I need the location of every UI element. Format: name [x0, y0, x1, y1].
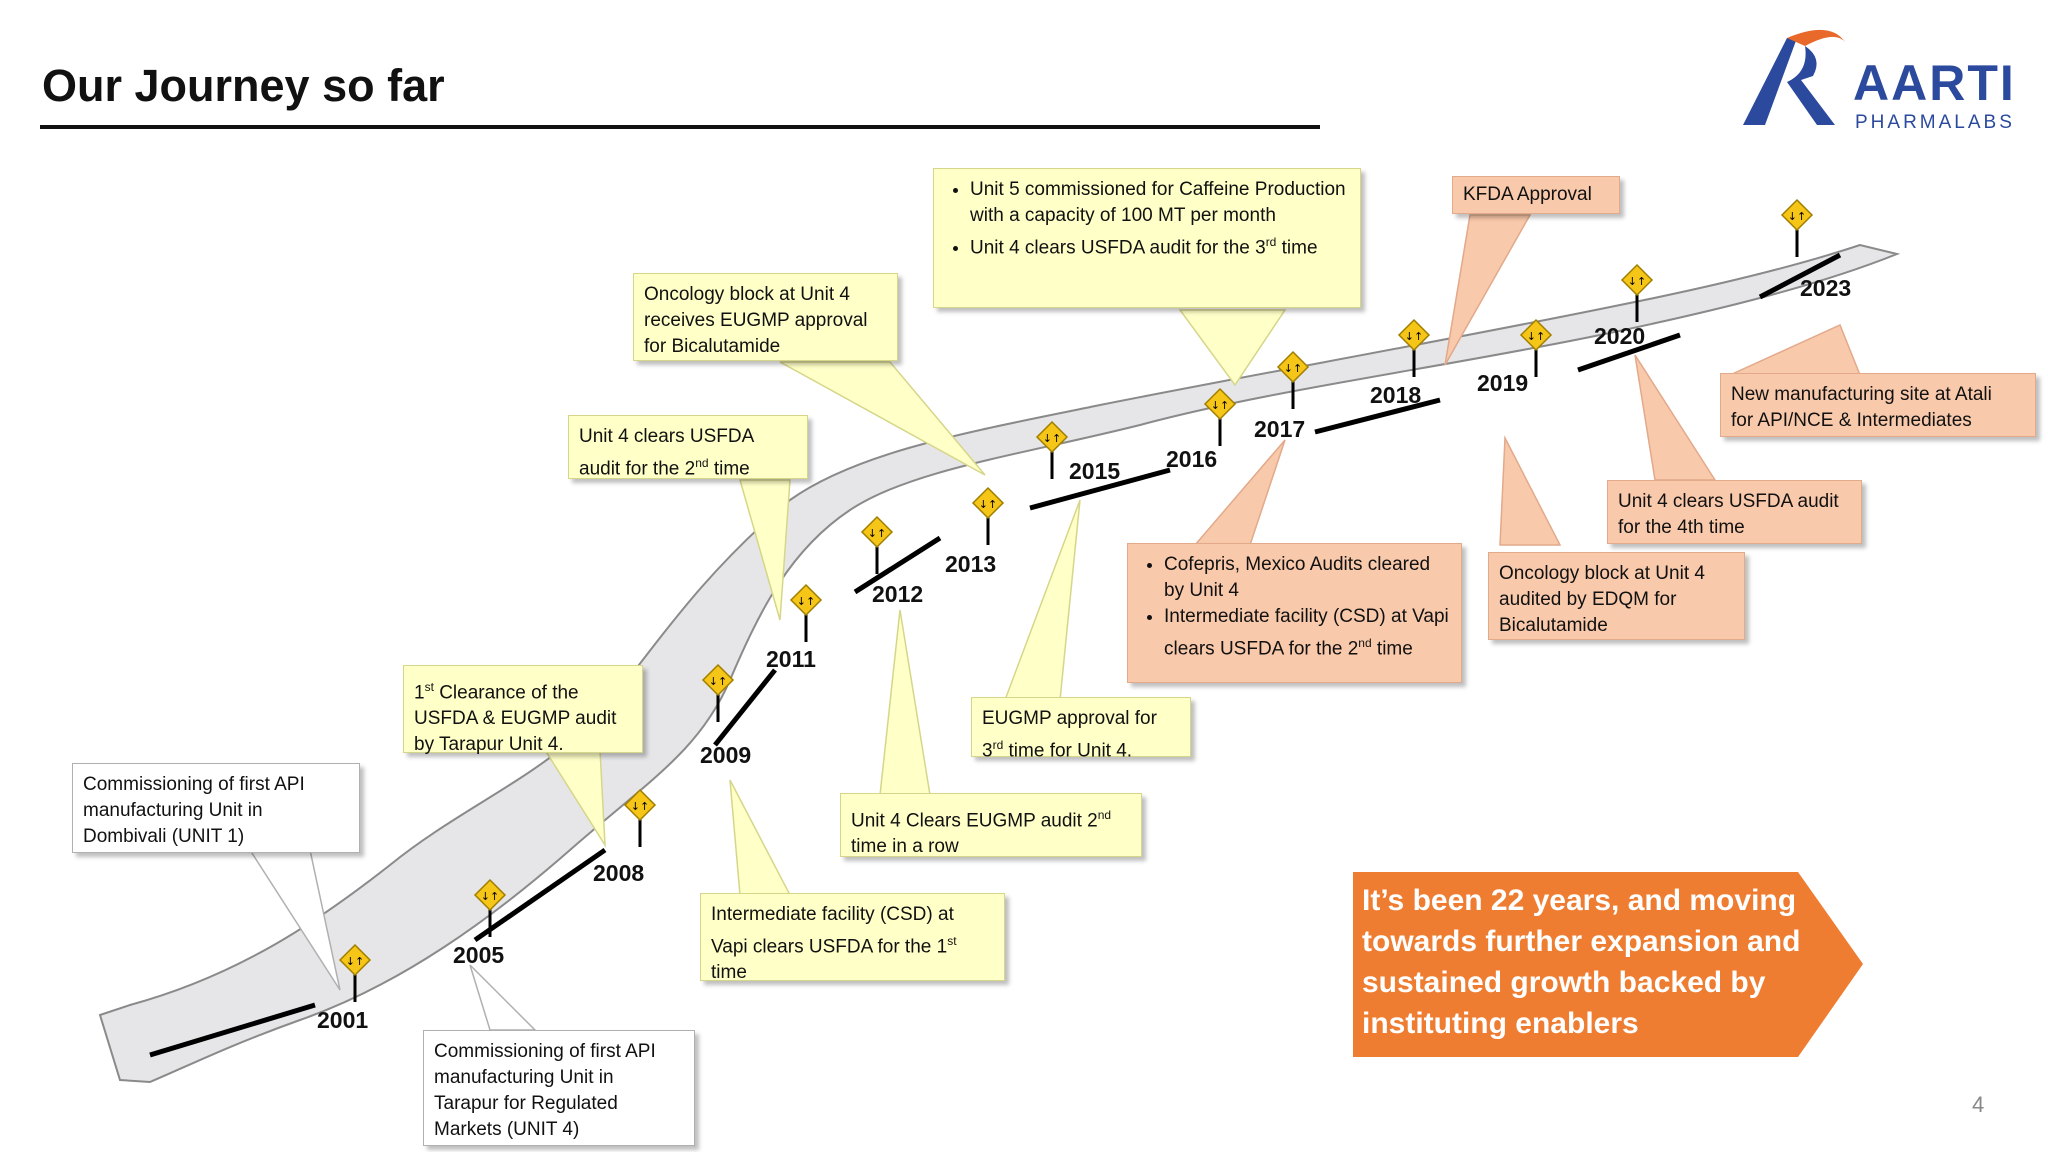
year-label: 2017 [1254, 416, 1306, 442]
dash-2018 [1314, 397, 1441, 435]
callout-2019: Oncology block at Unit 4 audited by EDQM… [1488, 552, 1745, 640]
callout-2011: Unit 4 clears USFDA audit for the 2nd ti… [568, 415, 808, 479]
callout-2013: Oncology block at Unit 4 receives EUGMP … [633, 273, 898, 361]
logo-name: AARTI [1853, 55, 2016, 111]
dash-2005 [473, 847, 607, 943]
summary-banner [1353, 872, 1863, 1057]
svg-text:↓↑: ↓↑ [797, 595, 815, 608]
dash-2012 [853, 535, 942, 595]
sign-icon: ↓↑ [473, 878, 507, 937]
dash-2009 [713, 668, 777, 747]
year-label: 2023 [1800, 275, 1852, 301]
page-number: 4 [1972, 1092, 1985, 1117]
dash-2020 [1577, 332, 1681, 373]
title-underline [40, 125, 1320, 129]
milestone-signs: ↓↑ ↓↑ ↓↑ ↓↑ ↓↑ ↓↑ ↓↑ ↓↑ ↓↑ ↓↑ ↓↑ ↓↑ ↓↑ ↓… [338, 198, 1814, 1002]
year-label: 2018 [1370, 382, 1422, 408]
callout-2009: Intermediate facility (CSD) at Vapi clea… [700, 893, 1005, 983]
year-label: 2011 [766, 646, 816, 672]
year-label: 2008 [593, 860, 645, 886]
callout-2016: Unit 5 commissioned for Caffeine Product… [933, 168, 1361, 308]
callout-2005: Commissioning of first API manufacturing… [423, 1030, 695, 1146]
callout-pointers [248, 214, 1862, 1031]
svg-text:↓↑: ↓↑ [1527, 330, 1545, 343]
svg-text:↓↑: ↓↑ [1284, 362, 1302, 375]
year-label: 2001 [317, 1007, 369, 1033]
callout-2012: Unit 4 Clears EUGMP audit 2nd time in a … [840, 793, 1142, 857]
callout-2017: Cofepris, Mexico Audits cleared by Unit … [1127, 543, 1462, 683]
sign-icon: ↓↑ [789, 583, 823, 642]
summary-banner-text: It’s been 22 years, and moving towards f… [1362, 884, 1801, 1040]
logo-subtitle: PHARMALABS [1855, 112, 2015, 133]
dash-2015 [1029, 467, 1171, 511]
svg-text:↓↑: ↓↑ [346, 955, 364, 968]
svg-text:↓↑: ↓↑ [709, 675, 727, 688]
sign-icon: ↓↑ [623, 788, 657, 847]
company-logo: AARTI PHARMALABS [1735, 20, 2035, 140]
sign-icon: ↓↑ [860, 515, 894, 574]
svg-text:↓↑: ↓↑ [1043, 432, 1061, 445]
year-label: 2012 [872, 581, 924, 607]
svg-text:↓↑: ↓↑ [1628, 275, 1646, 288]
year-label: 2013 [945, 551, 997, 577]
sign-icon: ↓↑ [701, 663, 735, 722]
callout-2023: New manufacturing site at Atali for API/… [1720, 373, 2036, 437]
slide-title: Our Journey so far [42, 60, 445, 111]
sign-icon: ↓↑ [1203, 387, 1237, 446]
svg-text:↓↑: ↓↑ [868, 527, 886, 540]
callout-2018: KFDA Approval [1452, 176, 1620, 214]
sign-icon: ↓↑ [1035, 420, 1069, 479]
sign-icon: ↓↑ [971, 486, 1005, 545]
svg-text:↓↑: ↓↑ [979, 498, 997, 511]
callout-2015: EUGMP approval for 3rd time for Unit 4. [971, 697, 1191, 761]
year-label: 2016 [1166, 446, 1218, 472]
svg-text:↓↑: ↓↑ [481, 890, 499, 903]
year-label: 2019 [1477, 370, 1529, 396]
callout-2001: Commissioning of first API manufacturing… [72, 763, 360, 853]
year-label: 2015 [1069, 458, 1121, 484]
sign-icon: ↓↑ [1780, 198, 1814, 257]
sign-icon: ↓↑ [1519, 318, 1553, 377]
logo-mark-icon [1743, 29, 1845, 125]
svg-text:↓↑: ↓↑ [631, 800, 649, 813]
svg-text:↓↑: ↓↑ [1405, 330, 1423, 343]
sign-icon: ↓↑ [1276, 350, 1310, 409]
dash-2001 [149, 1002, 316, 1058]
svg-text:↓↑: ↓↑ [1211, 399, 1229, 412]
year-label: 2005 [453, 942, 505, 968]
sign-icon: ↓↑ [1397, 318, 1431, 377]
callout-2008: 1st Clearance of the USFDA & EUGMP audit… [403, 665, 643, 755]
year-label: 2009 [700, 742, 752, 768]
callout-2020: Unit 4 clears USFDA audit for the 4th ti… [1607, 480, 1862, 544]
sign-icon: ↓↑ [1620, 263, 1654, 322]
sign-icon: ↓↑ [338, 943, 372, 1002]
dash-2023 [1758, 252, 1842, 300]
svg-text:↓↑: ↓↑ [1788, 210, 1806, 223]
year-label: 2020 [1594, 323, 1646, 349]
